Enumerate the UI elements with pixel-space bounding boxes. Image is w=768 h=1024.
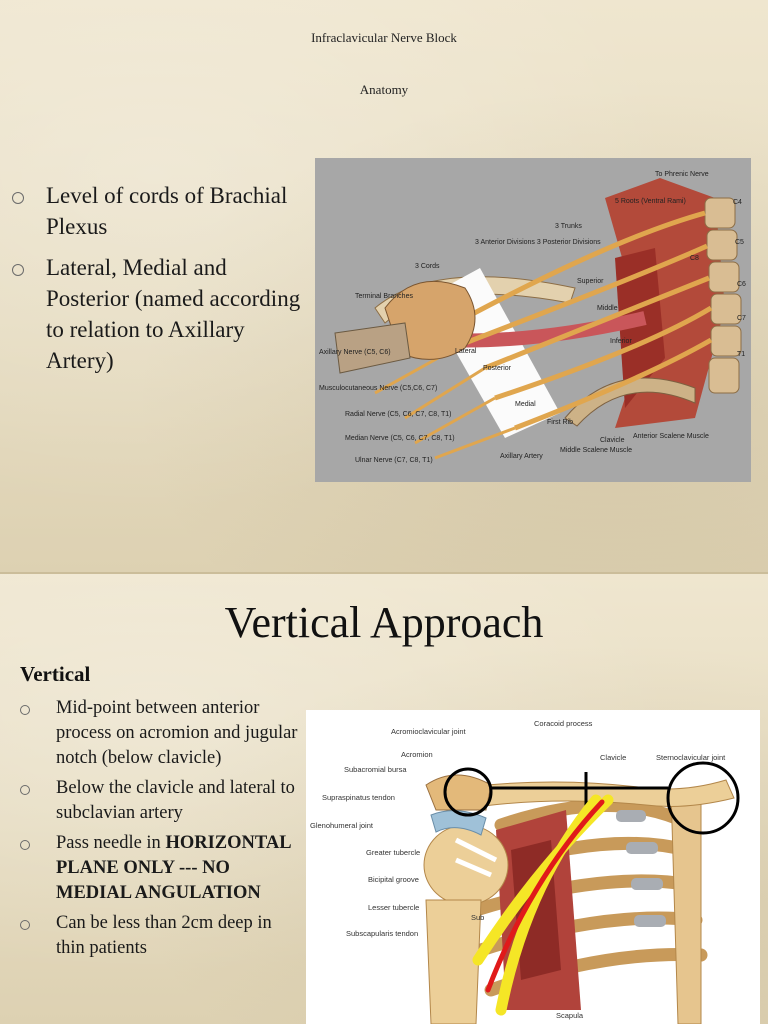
label-supraspinatus: Supraspinatus tendon	[322, 793, 395, 802]
label-acromion: Acromion	[401, 750, 433, 759]
label-median: Median Nerve (C5, C6, C7, C8, T1)	[345, 435, 455, 442]
label-inferior: Inferior	[610, 338, 632, 345]
label-divisions: 3 Anterior Divisions 3 Posterior Divisio…	[475, 239, 601, 246]
label-radial: Radial Nerve (C5, C6, C7, C8, T1)	[345, 411, 451, 418]
label-t1: T1	[737, 351, 745, 358]
shoulder-anatomy-diagram: Acromioclavicular joint Coracoid process…	[306, 710, 760, 1024]
label-c6: C6	[737, 281, 746, 288]
brachial-plexus-diagram: To Phrenic Nerve 5 Roots (Ventral Rami) …	[315, 158, 751, 482]
bullet-item: Lateral, Medial and Posterior (named acc…	[10, 252, 302, 376]
bullet-ring-icon	[12, 264, 24, 276]
label-glenohumeral: Glenohumeral joint	[310, 821, 374, 830]
label-clavicle: Clavicle	[600, 753, 626, 762]
slide-subheading: Vertical	[20, 662, 91, 686]
bullet-bold-text: HORIZONTAL PLANE ONLY --- NO MEDIAL ANGU…	[56, 833, 291, 903]
slide-subtitle: Anatomy	[359, 82, 409, 97]
label-terminal: Terminal Branches	[355, 293, 413, 300]
bullet-item: Pass needle in HORIZONTAL PLANE ONLY ---…	[14, 831, 304, 906]
label-greater-tubercle: Greater tubercle	[366, 848, 420, 857]
bullet-text: Lateral, Medial and Posterior (named acc…	[46, 255, 301, 373]
label-sternoclavicular: Sternoclavicular joint	[656, 753, 726, 762]
bullet-ring-icon	[20, 785, 30, 795]
bullet-ring-icon	[20, 920, 30, 930]
bullet-list: Level of cords of Brachial Plexus Latera…	[10, 180, 302, 386]
label-phrenic: To Phrenic Nerve	[655, 171, 709, 178]
label-bicipital: Bicipital groove	[368, 875, 419, 884]
slide-title: Infraclavicular Nerve Block	[311, 30, 457, 45]
label-c4: C4	[733, 199, 742, 206]
label-acromioclavicular: Acromioclavicular joint	[391, 727, 467, 736]
label-superior: Superior	[577, 278, 604, 285]
label-axillary-artery: Axillary Artery	[500, 453, 543, 460]
label-first-rib: First Rib	[547, 419, 573, 426]
label-middle: Middle	[597, 305, 618, 312]
label-coracoid: Coracoid process	[534, 719, 593, 728]
bullet-item: Mid-point between anterior process on ac…	[14, 696, 304, 771]
label-subscapularis: Subscapularis tendon	[346, 929, 418, 938]
label-c5: C5	[735, 239, 744, 246]
bullet-text: Below the clavicle and lateral to subcla…	[56, 778, 295, 823]
slide-anatomy: Infraclavicular Nerve Block Anatomy Leve…	[0, 0, 768, 574]
label-ulnar: Ulnar Nerve (C7, C8, T1)	[355, 457, 433, 464]
bullet-ring-icon	[12, 192, 24, 204]
slide-title: Vertical Approach	[224, 598, 544, 647]
label-cords: 3 Cords	[415, 263, 440, 270]
bullet-ring-icon	[20, 705, 30, 715]
label-roots: 5 Roots (Ventral Rami)	[615, 198, 686, 205]
label-lesser-tubercle: Lesser tubercle	[368, 903, 419, 912]
bullet-text: Can be less than 2cm deep in thin patien…	[56, 913, 272, 958]
bullet-text: Level of cords of Brachial Plexus	[46, 183, 288, 239]
label-posterior: Posterior	[483, 365, 512, 372]
slide-divider	[0, 572, 768, 575]
bullet-item: Below the clavicle and lateral to subcla…	[14, 776, 304, 826]
bullet-item: Can be less than 2cm deep in thin patien…	[14, 911, 304, 961]
label-musculocutaneous: Musculocutaneous Nerve (C5,C6, C7)	[319, 385, 437, 392]
label-medial: Medial	[515, 401, 536, 408]
label-clavicle: Clavicle	[600, 437, 625, 444]
label-c7: C7	[737, 315, 746, 322]
label-anterior-scalene: Anterior Scalene Muscle	[633, 433, 709, 440]
bullet-ring-icon	[20, 840, 30, 850]
bullet-text: Pass needle in	[56, 833, 166, 853]
label-sub: Sub	[471, 913, 484, 922]
bullet-item: Level of cords of Brachial Plexus	[10, 180, 302, 242]
label-lateral: Lateral	[455, 348, 477, 355]
label-middle-scalene: Middle Scalene Muscle	[560, 447, 632, 454]
label-c8: C8	[690, 255, 699, 262]
bullet-text: Mid-point between anterior process on ac…	[56, 698, 298, 768]
label-trunks: 3 Trunks	[555, 223, 582, 230]
bullet-list: Mid-point between anterior process on ac…	[14, 696, 304, 966]
label-subacromial: Subacromial bursa	[344, 765, 407, 774]
label-axillary-nerve: Axillary Nerve (C5, C6)	[319, 349, 391, 356]
label-scapula: Scapula	[556, 1011, 584, 1020]
